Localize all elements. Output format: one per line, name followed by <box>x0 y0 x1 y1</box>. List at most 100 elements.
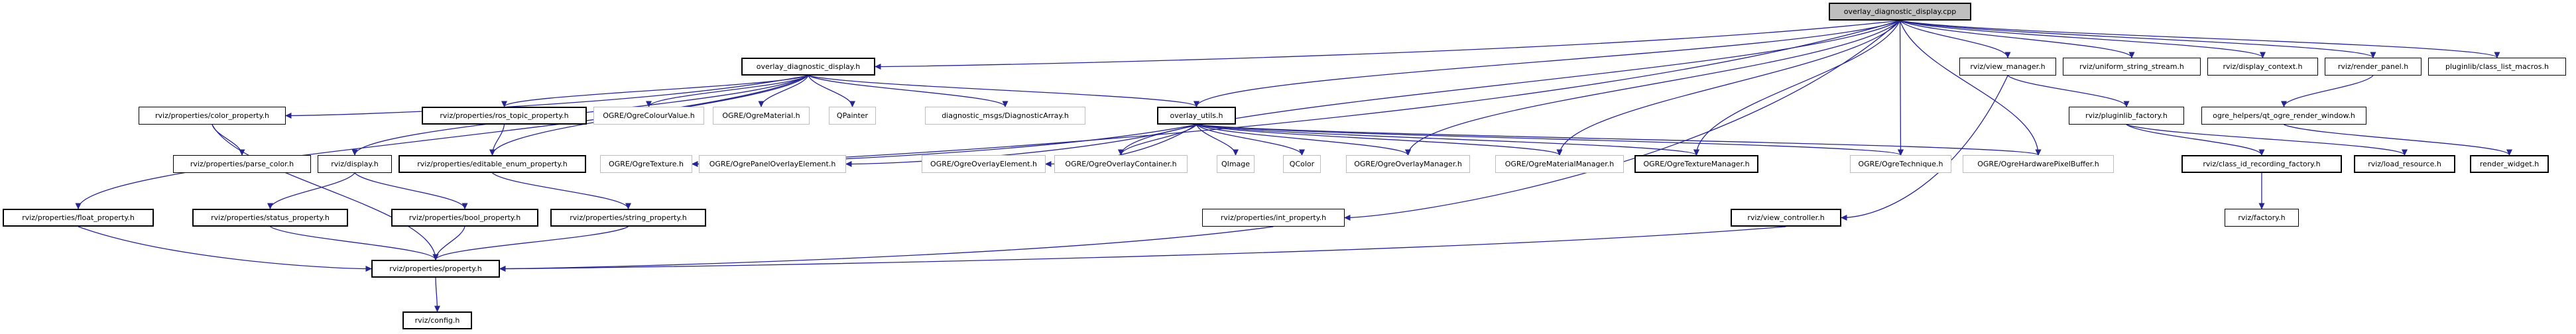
include-edge-qt_ogre_render_window-to-render_widget <box>2284 124 2512 156</box>
graph-node-label: OGRE/OgreTexture.h <box>609 160 684 168</box>
graph-node-bool-property[interactable]: rviz/properties/bool_property.h <box>391 209 538 227</box>
graph-node-pluginlib-factory[interactable]: rviz/pluginlib_factory.h <box>2069 107 2184 125</box>
include-edge-overlay_utils-to-ogre_hardware_pixel_buffer <box>1196 124 2041 156</box>
graph-node-ogre-material-manager[interactable]: OGRE/OgreMaterialManager.h <box>1495 155 1624 173</box>
include-edge-overlay_utils-to-qimage <box>1196 124 1239 156</box>
graph-node-ogre-hardware-pixel-buffer[interactable]: OGRE/OgreHardwarePixelBuffer.h <box>1963 155 2114 173</box>
include-edge-cpp-to-ogre_material_manager <box>1556 20 1901 156</box>
graph-node-label: rviz/properties/editable_enum_property.h <box>417 160 568 168</box>
graph-node-editable-enum-property[interactable]: rviz/properties/editable_enum_property.h <box>399 155 586 173</box>
graph-node-label: overlay_diagnostic_display.h <box>756 62 861 71</box>
include-edge-status_property-to-property <box>270 226 439 260</box>
graph-node-class-id-recording-factory[interactable]: rviz/class_id_recording_factory.h <box>2181 155 2342 173</box>
graph-node-label: OGRE/OgreOverlayManager.h <box>1354 160 1462 168</box>
include-edge-cpp-to-ogre_texture <box>692 20 1900 167</box>
graph-node-label: rviz/view_manager.h <box>1970 62 2046 71</box>
graph-node-render-widget[interactable]: render_widget.h <box>2470 155 2549 173</box>
graph-node-label: rviz/class_id_recording_factory.h <box>2203 160 2321 168</box>
include-edge-overlay_utils-to-ogre_overlay_container <box>1118 124 1197 156</box>
include-edge-h-to-float_property <box>75 75 809 209</box>
graph-node-property[interactable]: rviz/properties/property.h <box>371 260 500 278</box>
include-edge-string_property-to-property <box>432 226 629 260</box>
include-edge-cpp-to-render_panel <box>1900 20 2376 58</box>
graph-node-int-property[interactable]: rviz/properties/int_property.h <box>1202 209 1345 227</box>
graph-node-label: QColor <box>1289 160 1315 168</box>
include-edge-ros_topic_property-to-editable_enum_property <box>489 124 505 156</box>
graph-node-float-property[interactable]: rviz/properties/float_property.h <box>3 209 154 227</box>
include-edge-render_panel-to-qt_ogre_render_window <box>2281 75 2374 107</box>
graph-node-ogre-overlay-element[interactable]: OGRE/OgreOverlayElement.h <box>922 155 1046 173</box>
graph-node-load-resource[interactable]: rviz/load_resource.h <box>2354 155 2455 173</box>
graph-node-config[interactable]: rviz/config.h <box>402 311 472 329</box>
include-edge-float_property-to-property <box>78 226 372 272</box>
graph-node-label: rviz/properties/bool_property.h <box>408 213 521 222</box>
graph-node-label: rviz/view_controller.h <box>1747 213 1825 222</box>
include-edge-cpp-to-ogre_hardware_pixel_buffer <box>1899 20 2042 156</box>
graph-node-ogre-texture[interactable]: OGRE/OgreTexture.h <box>600 155 692 173</box>
graph-node-qpainter[interactable]: QPainter <box>829 107 876 125</box>
graph-node-label: rviz/display_context.h <box>2223 62 2303 71</box>
graph-node-qimage[interactable]: QImage <box>1217 155 1255 173</box>
graph-node-parse-color[interactable]: rviz/properties/parse_color.h <box>173 155 311 173</box>
include-edge-cpp-to-int_property <box>1344 20 1900 221</box>
include-edge-h-to-qpainter <box>808 75 855 107</box>
graph-node-string-property[interactable]: rviz/properties/string_property.h <box>550 209 706 227</box>
graph-node-label: OGRE/OgreMaterial.h <box>722 111 800 120</box>
include-edge-view_manager-to-view_controller <box>1841 75 2008 221</box>
graph-node-ogre-technique[interactable]: OGRE/OgreTechnique.h <box>1850 155 1951 173</box>
graph-node-display-context[interactable]: rviz/display_context.h <box>2207 58 2318 76</box>
graph-node-ogre-material[interactable]: OGRE/OgreMaterial.h <box>713 107 810 125</box>
include-edge-bool_property-to-property <box>432 226 465 260</box>
graph-node-ogre-colour-value[interactable]: OGRE/OgreColourValue.h <box>593 107 704 125</box>
graph-node-display[interactable]: rviz/display.h <box>318 155 392 173</box>
graph-node-label: OGRE/OgreOverlayElement.h <box>930 160 1037 168</box>
include-edge-property-to-config <box>434 277 440 312</box>
graph-node-label: ogre_helpers/qt_ogre_render_window.h <box>2213 111 2355 120</box>
graph-node-ogre-texture-manager[interactable]: OGRE/OgreTextureManager.h <box>1634 155 1758 173</box>
include-edge-cpp-to-ogre_overlay_manager <box>1405 20 1900 156</box>
graph-node-label: rviz/properties/status_property.h <box>211 213 330 222</box>
graph-node-uniform-string-stream[interactable]: rviz/uniform_string_stream.h <box>2063 58 2201 76</box>
graph-node-label: rviz/properties/property.h <box>389 264 482 273</box>
graph-node-label: rviz/properties/ros_topic_property.h <box>440 111 569 120</box>
graph-node-status-property[interactable]: rviz/properties/status_property.h <box>192 209 348 227</box>
graph-node-label: pluginlib/class_list_macros.h <box>2445 62 2549 71</box>
graph-node-diagnostic-array[interactable]: diagnostic_msgs/DiagnosticArray.h <box>925 107 1085 125</box>
graph-node-cpp[interactable]: overlay_diagnostic_display.cpp <box>1829 3 1971 21</box>
graph-node-label: OGRE/OgreMaterialManager.h <box>1504 160 1615 168</box>
graph-node-ogre-overlay-manager[interactable]: OGRE/OgreOverlayManager.h <box>1346 155 1470 173</box>
graph-node-h[interactable]: overlay_diagnostic_display.h <box>741 58 875 76</box>
include-edge-overlay_utils-to-ogre_material_manager <box>1196 124 1563 156</box>
include-edge-cpp-to-h <box>875 20 1900 70</box>
include-edge-view_controller-to-property <box>499 226 1786 272</box>
include-edge-cpp-to-ogre_texture_manager <box>1693 20 1901 156</box>
include-edge-pluginlib_factory-to-class_id_recording_factory <box>2126 124 2265 156</box>
graph-node-ogre-overlay-container[interactable]: OGRE/OgreOverlayContainer.h <box>1054 155 1188 173</box>
graph-node-ros-topic-property[interactable]: rviz/properties/ros_topic_property.h <box>422 107 587 125</box>
graph-node-label: render_widget.h <box>2479 160 2540 168</box>
include-edge-overlay_utils-to-ogre_texture_manager <box>1196 124 1699 156</box>
include-edge-color_property-to-property <box>212 124 439 260</box>
graph-node-label: rviz/uniform_string_stream.h <box>2079 62 2184 71</box>
graph-node-view-controller[interactable]: rviz/view_controller.h <box>1731 209 1841 227</box>
graph-node-label: overlay_diagnostic_display.cpp <box>1843 7 1957 16</box>
graph-node-ogre-panel-overlay-element[interactable]: OGRE/OgrePanelOverlayElement.h <box>699 155 846 173</box>
include-edge-h-to-ogre_material <box>758 75 809 107</box>
graph-node-color-property[interactable]: rviz/properties/color_property.h <box>139 107 286 125</box>
graph-node-label: rviz/properties/float_property.h <box>22 213 135 222</box>
graph-node-qt-ogre-render-window[interactable]: ogre_helpers/qt_ogre_render_window.h <box>2201 107 2366 125</box>
graph-node-label: OGRE/OgreOverlayContainer.h <box>1065 160 1177 168</box>
graph-node-label: rviz/properties/color_property.h <box>155 111 269 120</box>
graph-node-render-panel[interactable]: rviz/render_panel.h <box>2325 58 2422 76</box>
include-edge-cpp-to-class_list_macros <box>1900 20 2500 58</box>
graph-node-overlay-utils[interactable]: overlay_utils.h <box>1157 107 1236 125</box>
graph-node-label: QImage <box>1221 160 1251 168</box>
graph-node-factory[interactable]: rviz/factory.h <box>2225 209 2299 227</box>
graph-node-class-list-macros[interactable]: pluginlib/class_list_macros.h <box>2428 58 2566 76</box>
graph-node-qcolor[interactable]: QColor <box>1283 155 1321 173</box>
graph-node-label: diagnostic_msgs/DiagnosticArray.h <box>942 111 1069 120</box>
graph-node-view-manager[interactable]: rviz/view_manager.h <box>1959 58 2056 76</box>
include-edge-cpp-to-uniform_string_stream <box>1900 20 2135 58</box>
